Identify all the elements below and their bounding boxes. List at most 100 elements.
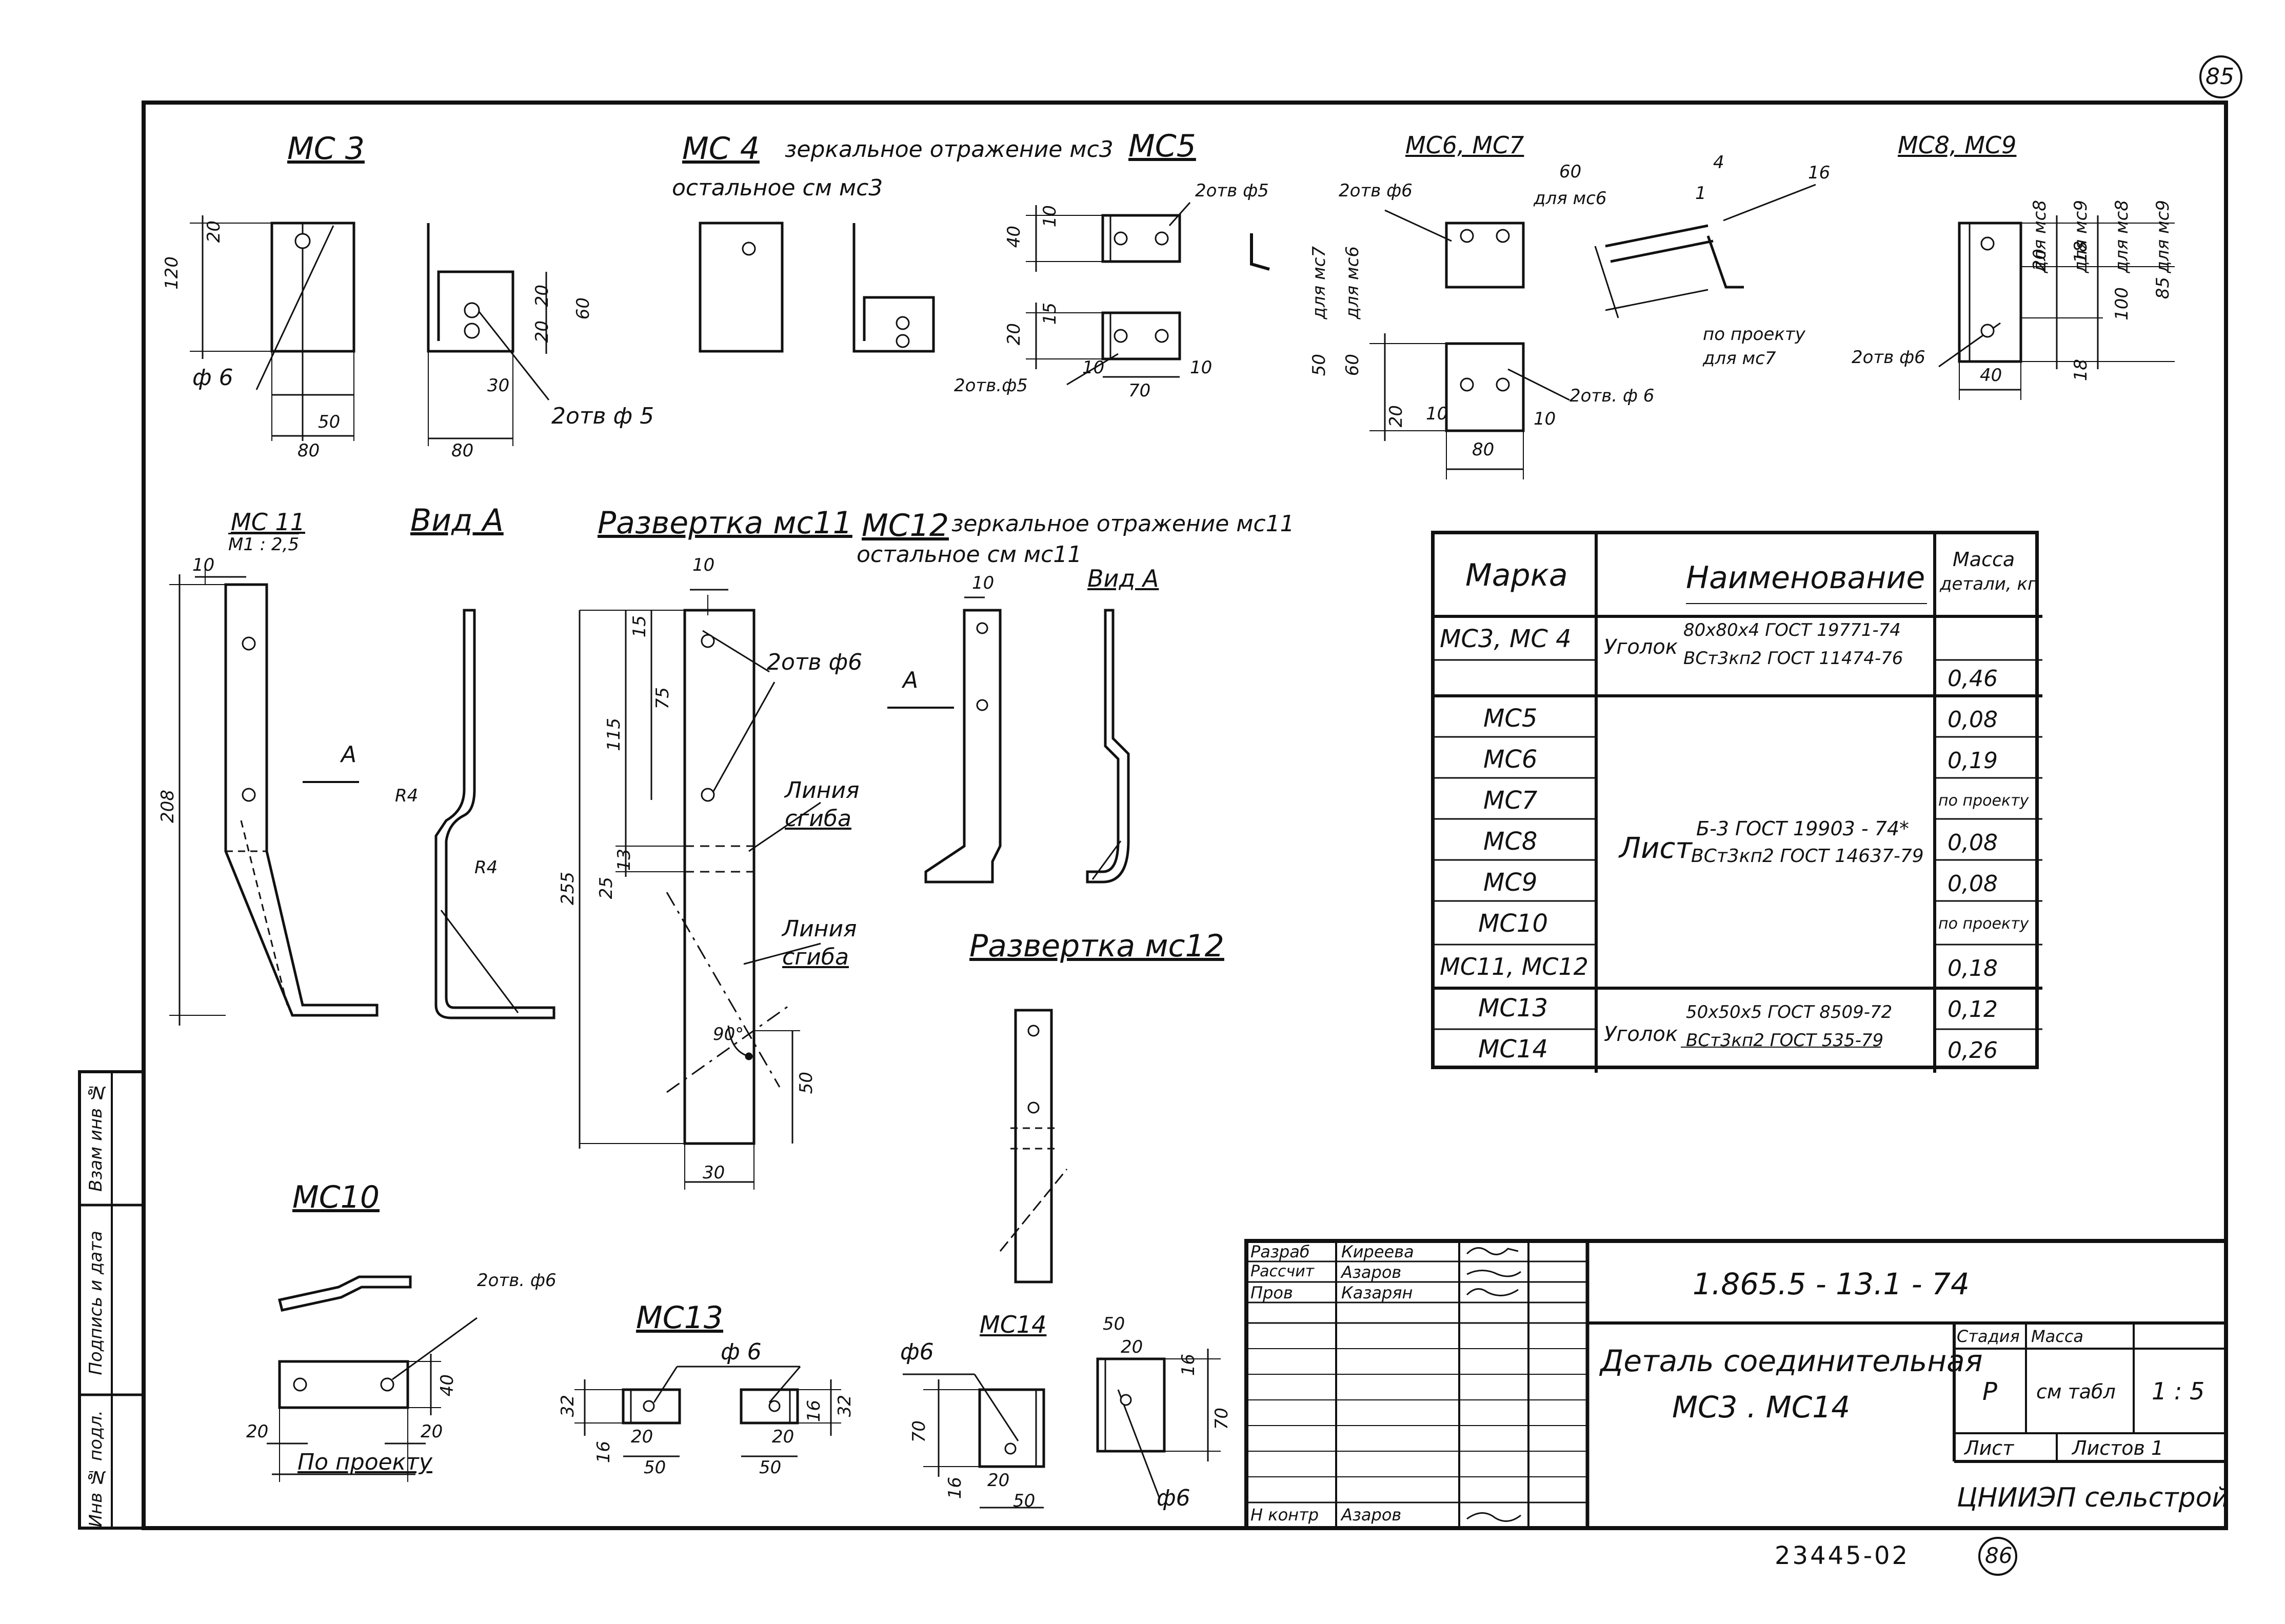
tb-doc-name-line1: Деталь соединительная: [1600, 1344, 1983, 1378]
mc6mc7-dim-10b: 10: [1534, 409, 1556, 429]
spec-group3-line2: ВСт3кп2 ГОСТ 535-79: [1686, 1030, 1884, 1051]
mc4-note-rest: остальное см мс3: [672, 175, 883, 201]
mc14-dim-20a: 20: [987, 1470, 1010, 1491]
mc5-dim-15: 15: [1040, 303, 1060, 325]
spec-row-mass: 0,08: [1948, 830, 1998, 856]
mc6mc7-dim-20: 20: [1386, 405, 1406, 428]
mc3-dim-80: 80: [297, 440, 320, 461]
mc3-side-dim-30: 30: [487, 375, 510, 396]
spec-group3-line1: 50х50х5 ГОСТ 8509-72: [1686, 1002, 1893, 1022]
spec-row-mass: по проекту: [1938, 915, 2029, 933]
side-stamp-sign: Подпись и дата: [86, 1231, 106, 1375]
spec-row-mass: 0,19: [1948, 748, 1998, 774]
razv-mc11-holes: 2отв ф6: [767, 649, 863, 675]
mc14-dim-16b: 16: [1178, 1354, 1199, 1376]
mc10-dim-20b: 20: [421, 1421, 443, 1442]
mc14-dim-16a: 16: [945, 1477, 965, 1499]
mc14-dim-70b: 70: [1211, 1408, 1232, 1430]
mc3-side-dim-80: 80: [451, 440, 474, 461]
mc14-dim-50b: 50: [1103, 1314, 1125, 1334]
razv-mc11-dim-10: 10: [692, 555, 715, 575]
tb-mass-label: Масса: [2031, 1327, 2084, 1346]
spec-row-mark: МС10: [1478, 909, 1548, 938]
spec-group1-kind: Уголок: [1604, 635, 1678, 659]
vid-a-r4-top: R4: [395, 786, 419, 806]
mc12-arrow-a: А: [903, 667, 919, 693]
mc11-dim-208: 208: [157, 790, 178, 823]
tb-mass-value: см табл: [2036, 1380, 2116, 1403]
mc4-note-mirror: зеркальное отражение мс3: [785, 136, 1114, 163]
tb-name-prov: Казарян: [1341, 1283, 1413, 1302]
mc5-dim-70: 70: [1128, 380, 1151, 401]
inventory-number: 23445-02: [1775, 1541, 1910, 1570]
mc6-note-for6: для мс6: [1534, 188, 1607, 209]
mc10-dim-20a: 20: [246, 1421, 269, 1442]
mc6-dim-4: 4: [1713, 152, 1724, 173]
mc5-dim-20: 20: [1004, 323, 1024, 346]
mc8mc9-dim-100: 100: [2112, 287, 2132, 320]
spec-group1-line1: 80х80х4 ГОСТ 19771-74: [1683, 620, 1901, 640]
mc14-phi-top: ф6: [900, 1339, 934, 1365]
tb-scale-value: 1 : 5: [2152, 1377, 2205, 1405]
razv-mc11-title: Развертка мс11: [598, 505, 852, 541]
spec-row-mark: МС14: [1478, 1035, 1548, 1064]
mc6mc7-dim-50: 50: [1309, 354, 1329, 376]
mc6-dim-16: 16: [1808, 163, 1831, 183]
mc6mc7-dim-80: 80: [1472, 439, 1495, 460]
mc14-dim-20b: 20: [1121, 1337, 1143, 1357]
mc14-dim-70a: 70: [909, 1420, 929, 1443]
mc7-note-project: по проекту: [1703, 324, 1805, 345]
mc8mc9-dim-18b: 18: [2071, 359, 2091, 382]
spec-header-mass-1: Масса: [1953, 548, 2015, 571]
spec-row-mark: МС5: [1483, 704, 1538, 733]
razv-mc11-dim-30: 30: [703, 1162, 725, 1183]
vid-a-r4-bottom: R4: [474, 857, 498, 878]
tb-doc-name-line2: МС3 . МС14: [1672, 1390, 1851, 1425]
mc3-side-dim-20a: 20: [532, 285, 552, 307]
mc13-dim-32a: 32: [558, 1395, 578, 1417]
mc12-note-mirror: зеркальное отражение мс11: [951, 511, 1295, 537]
mc4-title: МС 4: [682, 131, 760, 167]
mc3-callout-phi6: ф 6: [192, 365, 233, 391]
mc8mc9-dim-20: 20: [2030, 249, 2050, 271]
tb-name-razrab: Киреева: [1341, 1242, 1414, 1261]
mc8mc9-title: МС8, МС9: [1898, 131, 2017, 159]
mc8mc9-dim-40: 40: [1980, 365, 2002, 386]
razv-mc11-bend1-line1: Линия: [785, 777, 860, 804]
razv-mc11-bend2-line1: Линия: [782, 916, 857, 942]
razv-mc11-dim-25: 25: [596, 877, 617, 899]
mc3-dim-top: 20: [204, 220, 224, 243]
tb-stage-value: Р: [1982, 1377, 1997, 1406]
tb-stage-label: Стадия: [1957, 1327, 2020, 1346]
tb-role-prov: Пров: [1250, 1283, 1293, 1302]
spec-row-mark: МС7: [1483, 786, 1538, 815]
razv-mc11-dim-255: 255: [558, 872, 578, 905]
mc11-arrow-a: А: [341, 741, 357, 768]
mc14-phi-bottom: ф6: [1157, 1485, 1190, 1511]
vid-a-title: Вид А: [410, 503, 504, 538]
spec-row-mass: по проекту: [1938, 792, 2029, 810]
tb-name-nkontr: Азаров: [1341, 1505, 1402, 1525]
mc6-label: для мс6: [1342, 246, 1363, 319]
side-stamp-vzam: Взам инв №: [86, 1082, 106, 1192]
mc13-dim-20b: 20: [772, 1427, 794, 1447]
spec-group3-kind: Уголок: [1604, 1022, 1678, 1046]
razv-mc11-dim-15: 15: [629, 615, 650, 638]
mc12-note-rest: остальное см мс11: [857, 542, 1082, 568]
mc8mc9-holes: 2отв ф6: [1852, 347, 1925, 368]
mc8mc9-dim-85: 85: [2153, 277, 2173, 299]
spec-row-mark: МС11, МС12: [1440, 953, 1588, 980]
spec-row-mass: 0,08: [1948, 871, 1998, 897]
tb-sheets-label: Листов 1: [2072, 1437, 2164, 1459]
spec-row-mark: МС8: [1483, 827, 1538, 856]
mc6-dim-1: 1: [1695, 183, 1706, 204]
mc14-title: МС14: [980, 1311, 1047, 1338]
tb-sheet-label: Лист: [1964, 1437, 2014, 1459]
spec-group2-kind: Лист: [1619, 832, 1692, 865]
tb-role-nkontr: Н контр: [1250, 1505, 1319, 1525]
spec-table-grid: [1435, 534, 2042, 1073]
spec-row-mass: 0,46: [1948, 666, 1998, 692]
mc6mc7-dim-60: 60: [1342, 354, 1363, 376]
mc3-side-dim-20b: 20: [532, 320, 552, 343]
spec-group2-line2: ВСт3кп2 ГОСТ 14637-79: [1691, 846, 1924, 867]
